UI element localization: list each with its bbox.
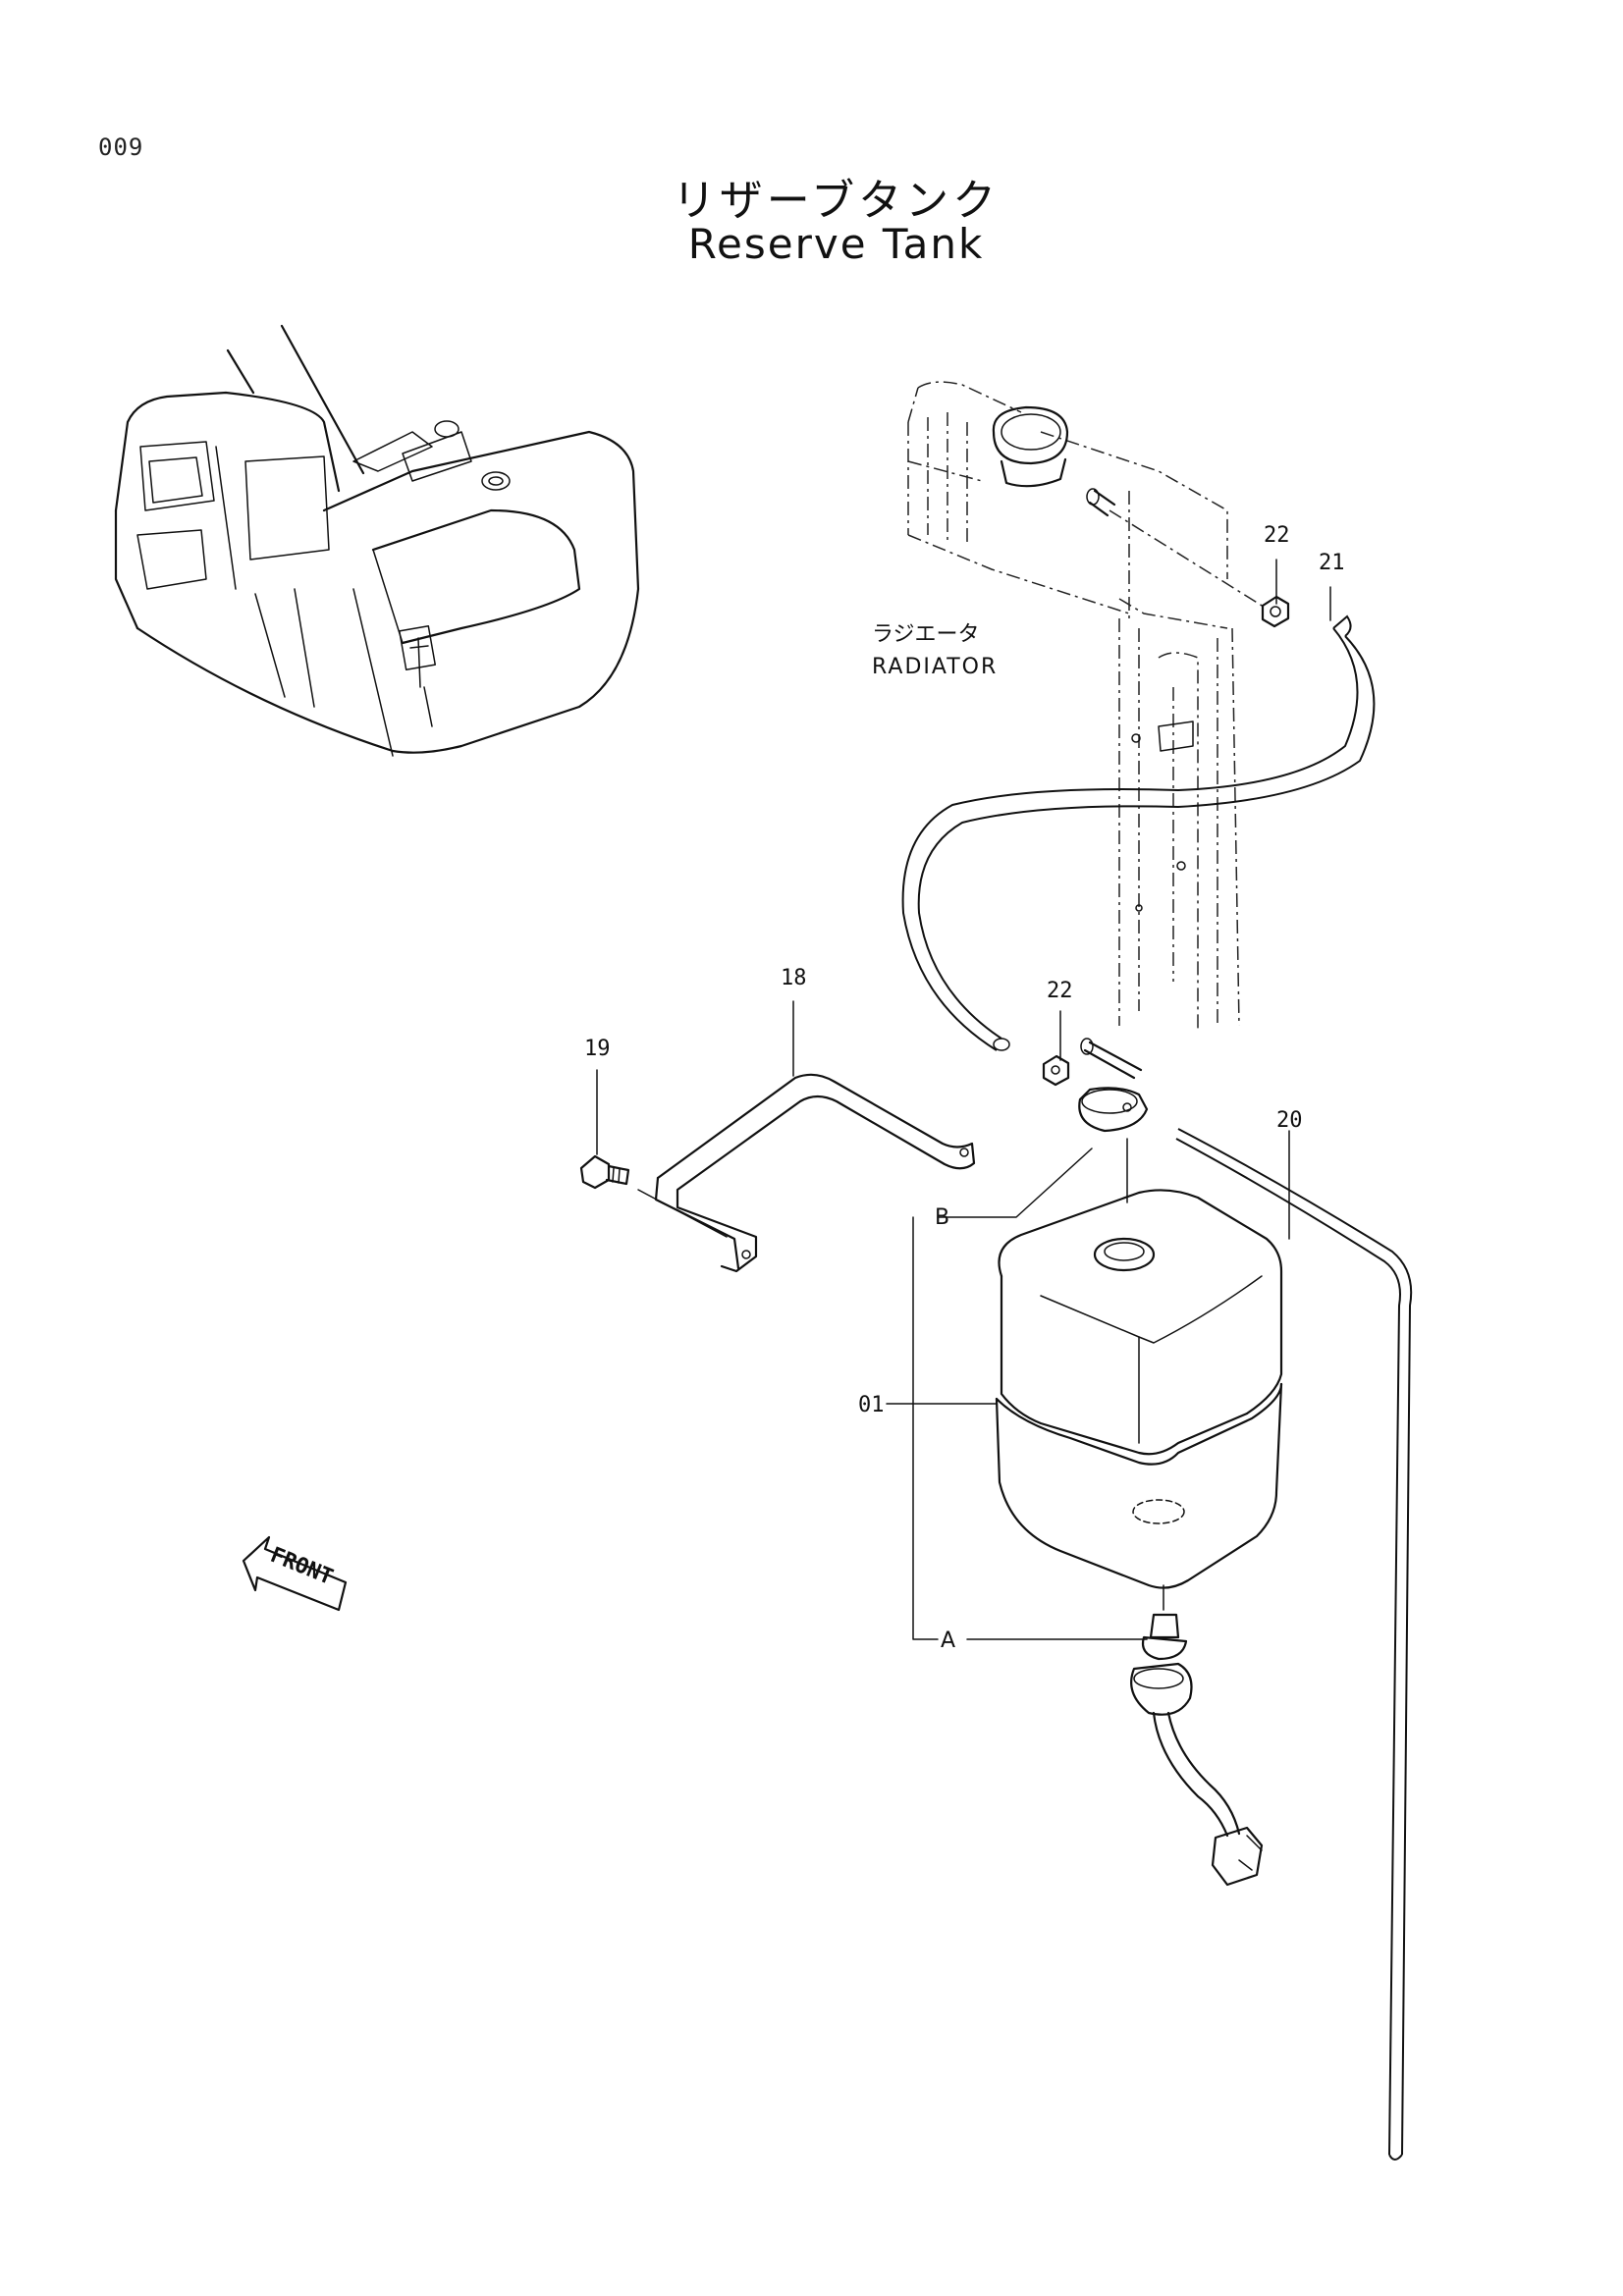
bracket-18 xyxy=(654,1073,976,1273)
callout-18: 18 xyxy=(781,966,807,990)
title-japanese: リザーブタンク xyxy=(672,176,1001,226)
front-label: FRONT xyxy=(267,1543,337,1590)
callout-a: A xyxy=(941,1629,955,1653)
radiator-label-english: RADIATOR xyxy=(872,655,998,679)
excavator-overview-illustration xyxy=(114,324,640,757)
radiator-illustration xyxy=(907,381,1268,1031)
tank-cap-assembly xyxy=(1078,1038,1149,1203)
callout-01: 01 xyxy=(858,1393,885,1417)
clip-22-upper xyxy=(1261,595,1290,628)
callout-20: 20 xyxy=(1276,1108,1303,1133)
radiator-label-japanese: ラジエータ xyxy=(872,622,980,647)
bolt-19 xyxy=(579,1154,728,1238)
front-direction-arrow-icon: FRONT xyxy=(242,1535,348,1612)
level-sensor-assembly xyxy=(1130,1613,1264,1887)
callout-b: B xyxy=(935,1205,949,1230)
callout-22-upper: 22 xyxy=(1264,523,1290,548)
title-english: Reserve Tank xyxy=(687,220,985,268)
callout-19: 19 xyxy=(584,1037,611,1061)
clip-22-lower xyxy=(1042,1054,1070,1087)
hose-21-overflow-hose xyxy=(901,614,1376,1051)
tube-20-drain-tube xyxy=(1175,1128,1413,2161)
reserve-tank-01 xyxy=(995,1189,1283,1611)
callout-22-lower: 22 xyxy=(1047,979,1073,1003)
page-number: 009 xyxy=(98,133,144,161)
leader-lines xyxy=(596,559,1331,1640)
callout-21: 21 xyxy=(1319,551,1345,575)
